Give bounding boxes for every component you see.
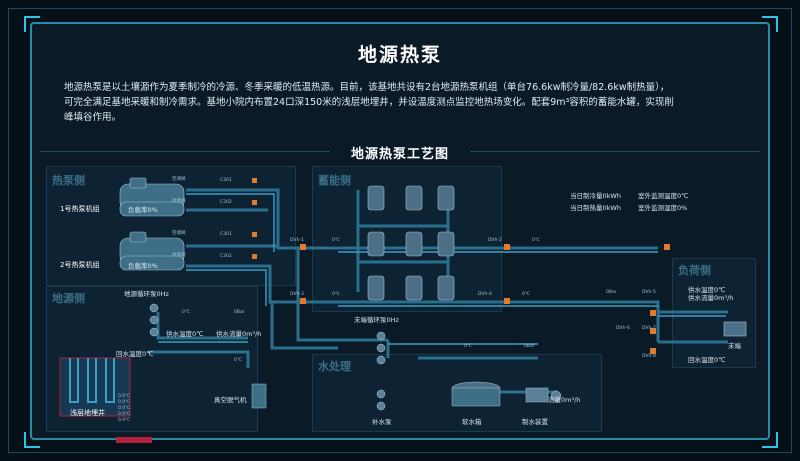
terminal-label: 末端 [728, 342, 741, 350]
well-temp-3: 0.0℃ [118, 406, 131, 411]
process-diagram: 热泵侧 地源侧 蓄能侧 负荷侧 水处理 [38, 162, 762, 436]
degas-label: 真空脱气机 [214, 396, 247, 404]
corner-bl [24, 432, 40, 448]
stat-outdoor-temp: 室外监测温度0℃ [638, 192, 689, 200]
ground-zero-bar: 0Bar [234, 310, 245, 315]
stat-heating: 当日制热量0kWh [570, 204, 621, 212]
water-flow-label: 流量0m³/h [548, 396, 581, 404]
heat-pump-unit-1-load: 负载率0% [128, 206, 158, 214]
corner-tr [762, 16, 778, 32]
page-title: 地源热泵 [357, 44, 442, 66]
stat-cooling: 当日制冷量0kWh [570, 192, 621, 200]
dvh6-label: DVh-6 [616, 326, 630, 331]
soft-tank-label: 软水箱 [462, 418, 482, 426]
water-zero-c: 0℃ [464, 344, 472, 349]
storage-zero-c-3: 0℃ [332, 292, 340, 297]
c302-label-b: C302 [220, 254, 232, 259]
dvh7-label: DVh-7 [642, 326, 656, 331]
make-up-pump-label: 补水泵 [372, 418, 392, 426]
heat-pump-unit-2-label: 2号热泵机组 [60, 261, 100, 269]
dvh1-label: DVh-1 [290, 238, 304, 243]
dvh8-label: DVh-8 [642, 354, 656, 359]
load-supply-flow: 供水流量0m³/h [688, 294, 734, 302]
stat-outdoor-humidity: 室外监测湿度0% [638, 204, 688, 212]
pipe-network [59, 177, 747, 417]
load-return-temp: 回水温度0℃ [688, 356, 726, 364]
air-valve-label-2: 空调阀 [172, 231, 186, 236]
corner-tl [24, 16, 40, 32]
end-pump-label: 末端循环泵0Hz [354, 316, 399, 324]
c302-label: C302 [220, 200, 232, 205]
corner-br [762, 432, 778, 448]
dvh4-label: DVh-4 [478, 292, 492, 297]
c301-label: C301 [220, 178, 232, 183]
zone-ground-label: 地源侧 [52, 292, 85, 305]
ground-pump-label: 地源循环泵0Hz [124, 290, 169, 298]
dvh3-label: DVh-3 [290, 292, 304, 297]
load-supply-temp: 供水温度0℃ [688, 286, 726, 294]
intro-line-2: 可完全满足基地采暖和制冷需求。基地小院内布置24口深150米的浅层地埋井，并设温… [64, 97, 674, 108]
heat-pump-unit-1 [119, 177, 185, 217]
outer-frame [8, 8, 792, 453]
intro-line-3: 峰填谷作用。 [64, 112, 122, 123]
zone-load-label: 负荷侧 [678, 264, 711, 277]
ground-supply-temp: 供水温度0℃ [166, 330, 204, 338]
load-bar-label: 0Bar [606, 290, 617, 295]
ground-return-temp: 回水温度0℃ [116, 350, 154, 358]
diagram-title: 地源热泵工艺图 [350, 147, 449, 162]
heat-pump-unit-2 [119, 231, 185, 271]
ground-valve-label-2: 地源阀 [172, 253, 186, 258]
intro-text: 地源热泵是以土壤源作为夏季制冷的冷源、冬季采暖的低温热源。目前，该基地共设有2台… [64, 80, 744, 125]
ground-zero-c-2: 0℃ [234, 358, 242, 363]
intro-line-1: 地源热泵是以土壤源作为夏季制冷的冷源、冬季采暖的低温热源。目前，该基地共设有2台… [64, 82, 670, 93]
zone-heat-pump-label: 热泵侧 [52, 174, 85, 187]
ground-valve-label-1: 地源阀 [172, 199, 186, 204]
zone-storage-label: 蓄能侧 [318, 174, 351, 187]
well-temp-2: 0.0℃ [118, 400, 131, 405]
well-temp-5: 0.0℃ [118, 418, 131, 423]
subtitle-line-right [470, 151, 760, 152]
heat-pump-unit-1-label: 1号热泵机组 [60, 205, 100, 213]
bottom-accent [116, 437, 152, 443]
subtitle-line-left [40, 151, 330, 152]
ground-zero-c-1: 0℃ [182, 310, 190, 315]
storage-zero-c-2: 0℃ [532, 238, 540, 243]
heat-pump-unit-2-load: 负载率0% [128, 262, 158, 270]
water-bar-label: 0Bar [524, 344, 535, 349]
zone-water-label: 水处理 [318, 360, 351, 373]
well-temp-1: 0.0℃ [118, 394, 131, 399]
well-temp-4: 0.0℃ [118, 412, 131, 417]
ground-supply-flow: 供水流量0m³/h [216, 330, 262, 338]
ground-well-label: 浅层地埋井 [70, 409, 105, 417]
storage-zero-c-1: 0℃ [332, 238, 340, 243]
dvh5-label: DVh-5 [642, 290, 656, 295]
c301-label-b: C301 [220, 232, 232, 237]
storage-zero-c-4: 0℃ [522, 292, 530, 297]
dvh2-label: DVh-2 [488, 238, 502, 243]
air-valve-label-1: 空调阀 [172, 177, 186, 182]
softener-label: 制水装置 [522, 418, 548, 426]
